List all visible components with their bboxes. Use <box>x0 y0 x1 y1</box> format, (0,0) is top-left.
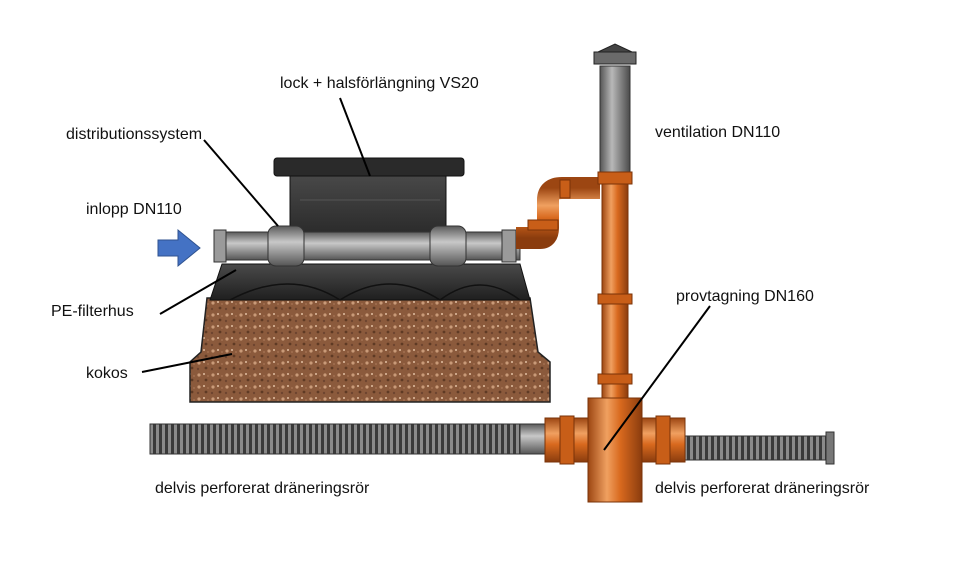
label-inlet: inlopp DN110 <box>86 201 182 218</box>
drain-pipe-right <box>679 435 831 461</box>
sampling-chamber <box>587 397 643 503</box>
label-filterhus: PE-filterhus <box>51 303 134 320</box>
label-lock: lock + halsförlängning VS20 <box>280 75 479 92</box>
label-ventilation: ventilation DN110 <box>655 124 781 141</box>
label-drain-left: delvis perforerat dräneringsrör <box>155 480 370 497</box>
label-drain-right: delvis perforerat dräneringsrör <box>655 480 870 497</box>
label-provtagning: provtagning DN160 <box>676 288 814 305</box>
leader-filterhus <box>159 269 237 315</box>
leader-lock <box>339 97 371 177</box>
coir-filter-media <box>189 297 551 403</box>
ventilation-pipe <box>599 65 631 179</box>
leader-provtagning <box>603 305 711 451</box>
orange-elbow <box>516 177 600 249</box>
pe-filter-housing <box>209 263 531 301</box>
distribution-pipe <box>213 231 521 261</box>
label-kokos: kokos <box>86 365 128 382</box>
leader-kokos <box>141 353 233 373</box>
leader-distribution <box>203 139 279 227</box>
drain-pipe-left <box>149 423 526 455</box>
vent-cap <box>593 51 637 65</box>
label-distribution: distributionssystem <box>66 126 203 143</box>
arrow-right-icon <box>157 228 201 268</box>
orange-riser <box>601 171 629 409</box>
